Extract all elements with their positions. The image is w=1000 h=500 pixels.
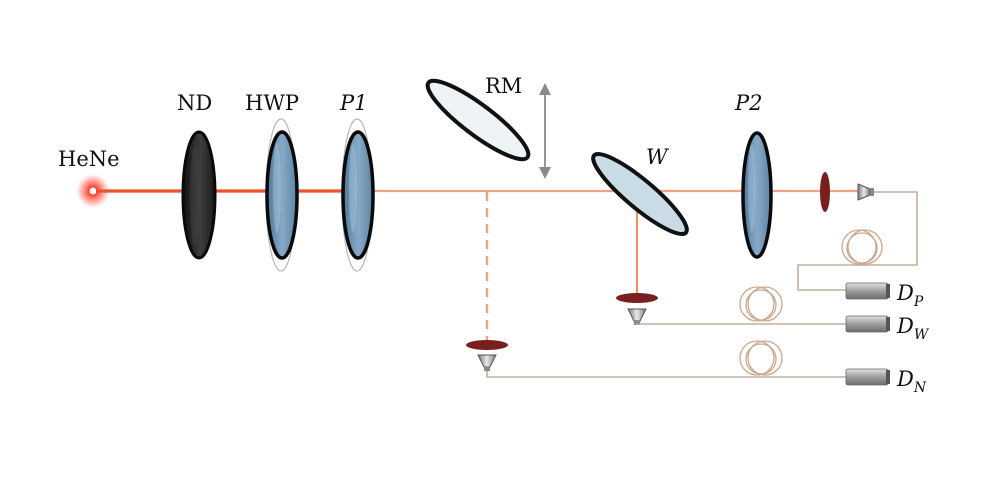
label-dp-sub: P — [913, 294, 924, 310]
detector-p — [845, 282, 890, 300]
label-p1: P1 — [339, 91, 368, 115]
label-dn: DN — [896, 367, 927, 396]
window-w — [591, 151, 689, 237]
label-dn-sub: N — [913, 380, 927, 396]
fiber-coupler-main — [857, 183, 874, 201]
label-hwp: HWP — [245, 91, 299, 115]
polarizer-p2 — [741, 131, 773, 259]
nd-filter — [181, 130, 217, 260]
fiber-coupler-w — [627, 308, 647, 325]
lens-n — [466, 340, 508, 350]
label-dn-main: D — [896, 367, 914, 391]
fiber-coil-w — [739, 286, 783, 322]
fiber-n — [486, 371, 846, 378]
fiber-coil-n — [739, 340, 783, 376]
fiber-p — [797, 191, 918, 291]
lens-w — [616, 293, 658, 303]
hene-laser — [76, 174, 110, 208]
label-dp: DP — [896, 281, 924, 310]
label-nd: ND — [177, 91, 212, 115]
removable-mirror — [425, 78, 531, 162]
label-dp-main: D — [896, 281, 914, 305]
label-w: W — [646, 145, 670, 169]
label-hene: HeNe — [58, 147, 120, 171]
label-dw: DW — [896, 314, 930, 343]
fiber-coupler-n — [477, 354, 497, 371]
double-arrow-icon — [539, 83, 551, 179]
polarizer-p1 — [341, 118, 375, 272]
detector-n — [845, 368, 890, 386]
half-wave-plate — [265, 118, 299, 272]
fiber-w — [636, 323, 846, 325]
lens-main — [820, 172, 830, 212]
detector-w — [845, 315, 890, 333]
label-dw-main: D — [896, 314, 914, 338]
label-rm: RM — [485, 74, 522, 98]
label-dw-sub: W — [914, 327, 930, 343]
fiber-coil-p — [841, 229, 883, 265]
label-p2: P2 — [734, 91, 763, 115]
